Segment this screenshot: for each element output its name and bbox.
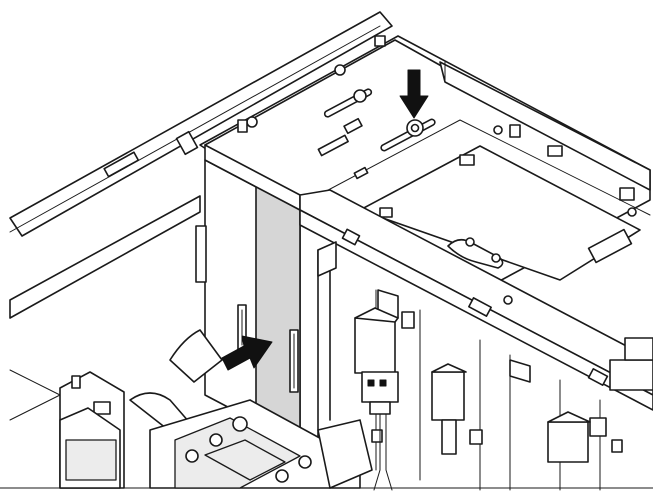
drive-cage-top [199, 35, 651, 306]
lower-components [9, 329, 373, 489]
insert-drive-arrow [221, 335, 273, 371]
chassis-top-rail [9, 11, 393, 319]
front-crossbar-rail [299, 189, 653, 411]
press-down-arrow [399, 69, 429, 119]
inner-bays [317, 241, 653, 491]
